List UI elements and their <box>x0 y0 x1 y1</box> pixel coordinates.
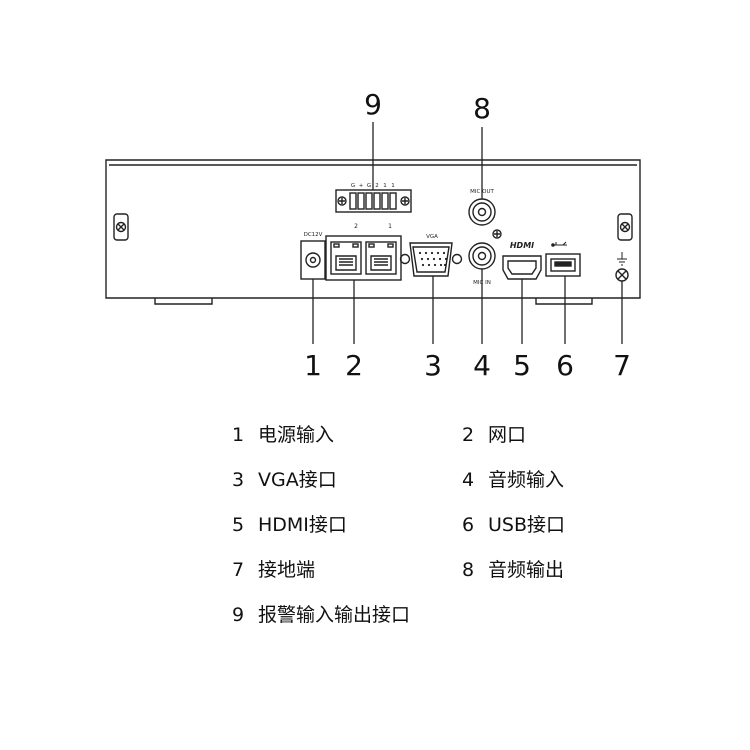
legend-item: 2 网口 <box>462 423 526 447</box>
legend-item: 9 报警输入输出接口 <box>232 603 410 627</box>
legend-item: 7 接地端 <box>232 558 315 582</box>
usb-port <box>545 253 581 277</box>
legend-number: 5 <box>232 514 245 536</box>
callout-number-8: 8 <box>473 92 491 125</box>
power-jack <box>300 240 326 280</box>
callout-lines <box>312 122 623 344</box>
legend-label: 网口 <box>488 424 527 446</box>
callout-number-5: 5 <box>513 349 531 382</box>
legend-label: 报警输入输出接口 <box>258 604 411 626</box>
callout-number-3: 3 <box>424 349 442 382</box>
legend-item: 1 电源输入 <box>232 423 334 447</box>
legend-label: 音频输入 <box>488 469 565 491</box>
alarm-pin-labels: G + G 2 1 1 <box>351 183 395 189</box>
legend-label: 电源输入 <box>258 424 335 446</box>
legend-label: HDMI接口 <box>258 514 347 536</box>
callout-number-7: 7 <box>613 349 631 382</box>
alarm-pin-label: 1 <box>383 183 387 189</box>
legend-item: 5 HDMI接口 <box>232 513 347 537</box>
ground-icon <box>617 252 627 266</box>
alarm-pin-label: 2 <box>375 183 379 189</box>
lan-label-a: 2 <box>354 223 358 230</box>
legend-number: 3 <box>232 469 245 491</box>
alarm-pin-label: + <box>359 183 364 189</box>
lan-ports <box>325 235 402 281</box>
rear-panel-diagram: DC12V 2 1 VGA MIC OUT MIC IN HDMI G + G … <box>105 88 641 382</box>
legend-number: 2 <box>462 424 475 446</box>
screw-small-icon <box>492 229 502 239</box>
vga-port <box>399 242 463 277</box>
legend-item: 6 USB接口 <box>462 513 565 537</box>
chassis-foot-right <box>535 298 593 305</box>
alarm-terminal-block <box>335 189 412 213</box>
legend-item: 3 VGA接口 <box>232 468 337 492</box>
power-label: DC12V <box>304 232 323 238</box>
chassis-foot-left <box>154 298 213 305</box>
callout-number-6: 6 <box>556 349 574 382</box>
chassis-outline <box>105 159 641 299</box>
mic-out-label: MIC OUT <box>470 189 494 195</box>
usb-icon <box>551 241 567 247</box>
legend-number: 8 <box>462 559 475 581</box>
legend-label: USB接口 <box>488 514 566 536</box>
legend-number: 9 <box>232 604 245 626</box>
callout-number-9: 9 <box>364 88 382 121</box>
legend-item: 8 音频输出 <box>462 558 564 582</box>
mic-in-label: MIC IN <box>473 280 491 286</box>
vga-label: VGA <box>426 234 438 240</box>
screw-right-icon <box>617 213 633 241</box>
callout-number-1: 1 <box>304 349 322 382</box>
legend-label: 接地端 <box>258 559 316 581</box>
legend-number: 4 <box>462 469 475 491</box>
alarm-pin-label: G <box>351 183 355 189</box>
screw-left-icon <box>113 213 129 241</box>
lan-label-b: 1 <box>388 223 392 230</box>
legend-label: 音频输出 <box>488 559 565 581</box>
callout-number-2: 2 <box>345 349 363 382</box>
mic-in-jack <box>468 242 496 270</box>
legend-number: 1 <box>232 424 245 446</box>
alarm-pin-label: 1 <box>391 183 395 189</box>
legend-number: 6 <box>462 514 475 536</box>
mic-out-jack <box>468 198 496 226</box>
legend-label: VGA接口 <box>258 469 337 491</box>
legend-item: 4 音频输入 <box>462 468 564 492</box>
callout-number-4: 4 <box>473 349 491 382</box>
alarm-pin-label: G <box>367 183 371 189</box>
hdmi-port <box>502 255 542 280</box>
ground-terminal <box>615 268 629 282</box>
legend-number: 7 <box>232 559 245 581</box>
hdmi-label: HDMI <box>510 241 534 250</box>
